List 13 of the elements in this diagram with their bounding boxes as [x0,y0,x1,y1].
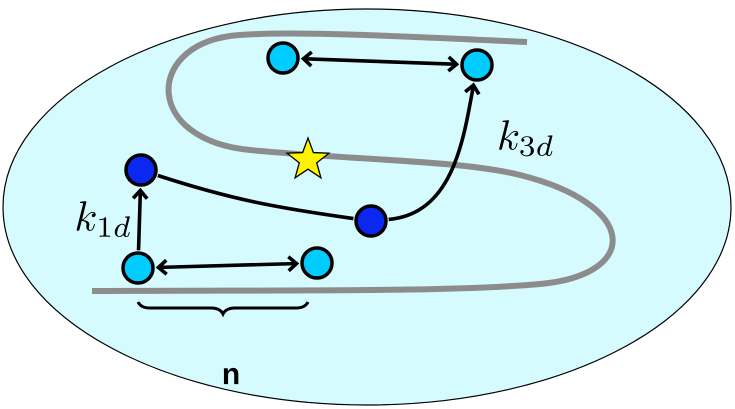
arrow [388,82,480,222]
particle-circle [266,41,300,75]
particle-circle [460,48,494,82]
particle-circle [354,204,388,238]
arrow [132,188,149,250]
arrow [300,50,460,72]
particle-circle [300,246,334,280]
arrow [156,255,300,276]
particle-circle [124,153,158,187]
brace-label: n [224,368,238,384]
rate-label: $k_{1d}$ [76,201,130,238]
rate-label: $k_{3d}$ [499,120,552,156]
particle-circle [121,251,155,285]
